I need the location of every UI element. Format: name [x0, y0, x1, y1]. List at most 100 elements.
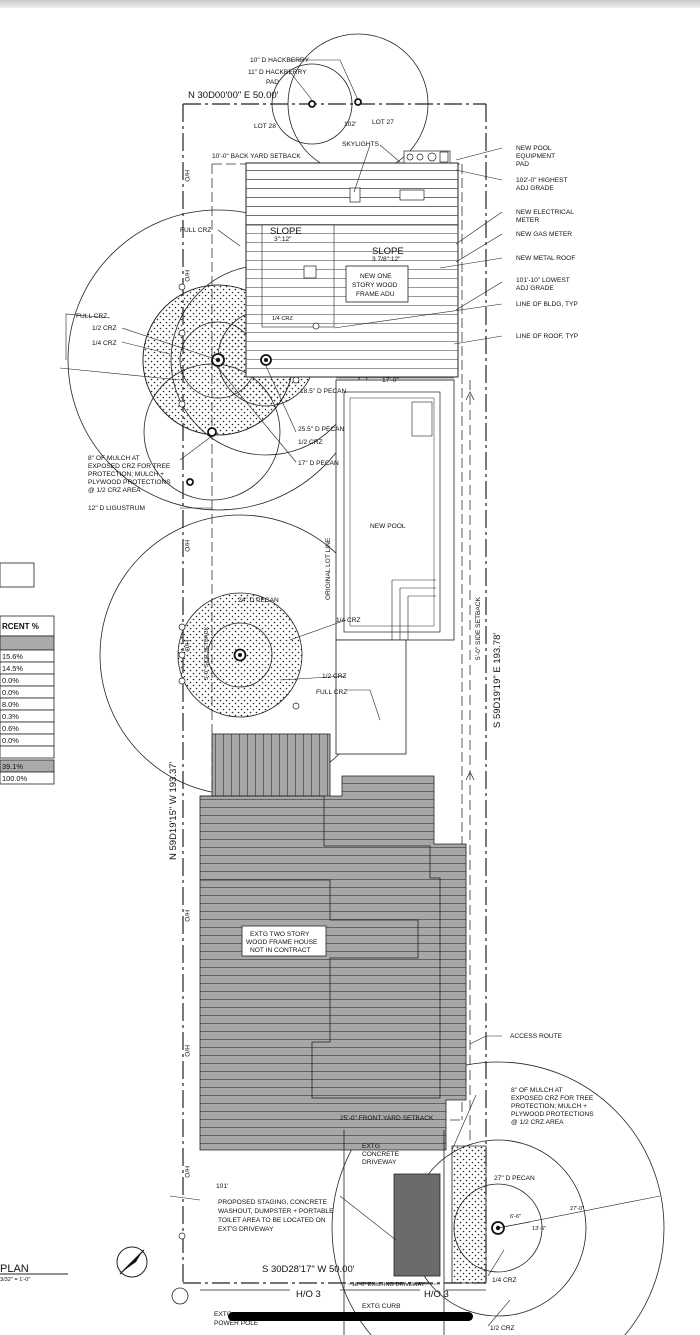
label-house-line-2: WOOD FRAME HOUSE: [246, 939, 318, 946]
coverage-table: RCENT % 15.6% 14.5% 0.0% 0.0% 8.0% 0.3% …: [0, 562, 55, 785]
ho-marker: H/O 3: [296, 1289, 321, 1300]
dim-102: 102': [344, 121, 356, 128]
label-slope-1-value: 3":12": [274, 236, 292, 243]
label-quarter-crz-3: 1/4 CRZ: [336, 617, 361, 624]
ho-marker: H/O: [183, 1045, 190, 1057]
label-half-crz-2: 1/2 CRZ: [298, 439, 323, 446]
skylight-2: [399, 189, 425, 201]
leader-lines: [59, 59, 511, 1327]
label-metal-roof: NEW METAL ROOF: [516, 255, 575, 262]
label-side-setback-right: 5'-0" SIDE SETBACK: [475, 596, 482, 660]
home-indicator[interactable]: [228, 1312, 473, 1321]
label-pecan-17: 17" D PECAN: [298, 460, 339, 467]
label-skylights: SKYLIGHTS: [342, 141, 380, 148]
dim-driveway: 18'-0" EXISTING DRIVEWAY: [352, 1282, 425, 1288]
label-lowest-2: ADJ GRADE: [516, 285, 554, 292]
label-gas-meter: NEW GAS METER: [516, 231, 572, 238]
label-meter-2: METER: [516, 217, 539, 224]
label-staging-2: WASHOUT, DUMPSTER + PORTABLE: [218, 1208, 334, 1215]
label-mulch2-3: PROTECTION; MULCH +: [511, 1103, 587, 1110]
label-mulch-5: @ 1/2 CRZ AREA: [88, 487, 141, 494]
pool-equipment-pad: [403, 150, 451, 164]
label-highest-1: 102'-0" HIGHEST: [516, 177, 568, 184]
label-lowest-1: 101'-10" LOWEST: [516, 277, 570, 284]
dim-13-6: 13'-6": [532, 1226, 546, 1232]
bearing-right: S 59D19'19" E 193.78': [492, 633, 503, 728]
label-driveway-3: DRIVEWAY: [362, 1159, 397, 1166]
label-driveway-2: CONCRETE: [362, 1151, 400, 1158]
label-adu-line-3: FRAME ADU: [356, 291, 395, 298]
label-adu-line-2: STORY WOOD: [352, 282, 398, 289]
ho-marker: H/O: [183, 270, 190, 282]
label-slope-2-value: 3 7/8":12": [372, 256, 401, 263]
dim-6-6: 6'-6": [510, 1214, 521, 1220]
ho-marker: H/O: [183, 540, 190, 552]
existing-deck: [211, 733, 331, 799]
label-mulch2-2: EXPOSED CRZ FOR TREE: [511, 1095, 594, 1102]
label-staging-1: PROPOSED STAGING, CONCRETE: [218, 1199, 328, 1206]
table-cell: 0.0%: [2, 736, 19, 745]
dim-17: 17'-0": [382, 377, 399, 384]
table-cell: 0.0%: [2, 688, 19, 697]
label-quarter-crz: 1/4 CRZ: [92, 340, 117, 347]
label-house-line-1: EXTG TWO STORY: [250, 931, 310, 938]
label-half-crz: 1/2 CRZ: [92, 325, 117, 332]
table-grand-total: 100.0%: [2, 774, 27, 783]
ho-marker: H/O: [183, 170, 190, 182]
label-slope-2: SLOPE: [372, 246, 404, 257]
label-pecan-25: 25.5" D PECAN: [298, 426, 345, 433]
staging-area: [393, 1173, 441, 1277]
tree-trunk-markers: [186, 98, 505, 1235]
bearing-top: N 30D00'00" E 50.00': [188, 90, 279, 101]
label-hackberry-11: 11" D HACKBERRY: [248, 69, 307, 76]
label-lot-27: LOT 27: [372, 119, 394, 126]
label-pole-1: EXTG: [214, 1311, 232, 1318]
skylight-1: [349, 187, 361, 203]
label-meter-1: NEW ELECTRICAL: [516, 209, 574, 216]
north-arrow-icon: [116, 1246, 148, 1278]
label-half-crz-3: 1/2 CRZ: [322, 673, 347, 680]
label-quarter-crz-2: 1/4 CRZ: [272, 316, 293, 322]
label-side-setback-left: 5'-0" SIDE SETBACK: [204, 626, 210, 680]
table-cell: 0.6%: [2, 724, 19, 733]
label-pad: PAD: [266, 79, 279, 86]
table-cell: 15.6%: [2, 652, 23, 661]
label-house-line-3: NOT IN CONTRACT: [250, 947, 311, 954]
table-header: RCENT %: [2, 622, 39, 631]
label-quarter-crz-4: 1/4 CRZ: [492, 1277, 517, 1284]
tree-protection-zone-bottom: [451, 1145, 487, 1284]
label-curb: EXTG CURB: [362, 1303, 401, 1310]
label-mulch-3: PROTECTION; MULCH +: [88, 471, 164, 478]
label-access-route: ACCESS ROUTE: [510, 1033, 563, 1040]
label-highest-2: ADJ GRADE: [516, 185, 554, 192]
label-pool-equip-3: PAD: [516, 161, 529, 168]
label-driveway-1: EXTG: [362, 1143, 380, 1150]
ho-markers-left: H/O H/O H/O H/O H/O H/O H/O: [183, 170, 190, 1178]
ho-markers-bottom: H/O 3 H/O 3: [296, 1289, 449, 1300]
label-line-roof: LINE OF ROOF, TYP: [516, 333, 579, 340]
plan-title: PLAN: [0, 1263, 29, 1275]
pool-deck: [335, 379, 455, 641]
label-ligustrum: 12" D LIGUSTRUM: [88, 505, 145, 512]
label-mulch-4: PLYWOOD PROTECTIONS: [88, 479, 171, 486]
label-full-crz-3: FULL CRZ: [316, 689, 347, 696]
ho-marker: H/O: [183, 1166, 190, 1178]
label-pecan-24: 24" D PECAN: [238, 597, 279, 604]
label-back-setback: 10'-0" BACK YARD SETBACK: [212, 153, 301, 160]
label-front-setback: 25'-0" FRONT YARD SETBACK: [340, 1115, 434, 1122]
label-new-pool: NEW POOL: [370, 523, 406, 530]
ho-marker: H/O: [183, 640, 190, 652]
label-adu-line-1: NEW ONE: [360, 273, 392, 280]
table-total: 39.1%: [2, 762, 23, 771]
label-pool-equip-2: EQUIPMENT: [516, 153, 555, 160]
table-cell: 0.0%: [2, 676, 19, 685]
plan-scale: 3/32" = 1'-0": [0, 1277, 30, 1283]
label-staging-4: EXT'G DRIVEWAY: [218, 1226, 274, 1233]
bearing-left: N 59D19'15" W 193.37': [168, 761, 179, 860]
label-pecan-27: 27" D PECAN: [494, 1175, 535, 1182]
ho-marker: H/O: [183, 910, 190, 922]
label-pecan-18: 18.5" D PECAN: [300, 388, 347, 395]
label-mulch-1: 8" OF MULCH AT: [88, 455, 140, 462]
dim-27: 27'-0": [570, 1206, 584, 1212]
